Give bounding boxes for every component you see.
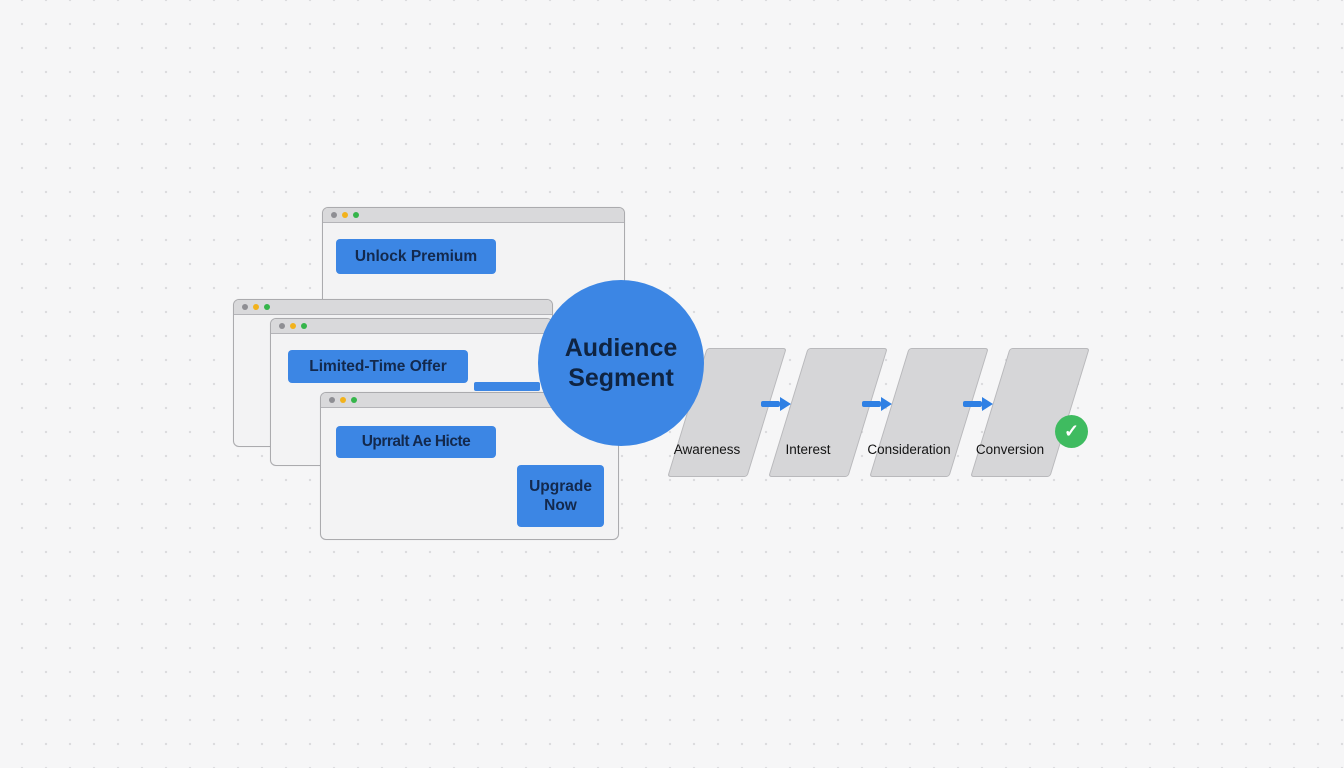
- unlock-premium-button[interactable]: Unlock Premium: [336, 239, 496, 274]
- window-control-icon: [253, 304, 259, 310]
- stage-label-consideration: Consideration: [867, 442, 951, 457]
- arrow-right-icon: [963, 397, 993, 411]
- audience-segment-circle: Audience Segment: [538, 280, 704, 446]
- funnel-stage-conversion: [970, 348, 1090, 477]
- audience-segment-label-line2: Segment: [568, 364, 674, 392]
- window-titlebar: [271, 319, 552, 334]
- ad-banner-button[interactable]: Uprralt Ae Hicte: [336, 426, 496, 458]
- window-control-icon: [351, 397, 357, 403]
- window-control-icon: [331, 212, 337, 218]
- window-titlebar: [234, 300, 552, 315]
- funnel-stage-interest: [768, 348, 888, 477]
- stage-label-awareness: Awareness: [673, 442, 741, 457]
- stage-label-conversion: Conversion: [975, 442, 1045, 457]
- audience-segment-label-line1: Audience: [564, 334, 678, 362]
- window-control-icon: [242, 304, 248, 310]
- window-control-icon: [329, 397, 335, 403]
- connector-arrow-icon: [474, 382, 540, 391]
- upgrade-now-button[interactable]: Upgrade Now: [517, 465, 604, 527]
- limited-time-offer-button[interactable]: Limited-Time Offer: [288, 350, 468, 383]
- window-titlebar: [321, 393, 618, 408]
- window-control-icon: [301, 323, 307, 329]
- window-control-icon: [279, 323, 285, 329]
- window-control-icon: [264, 304, 270, 310]
- funnel-stage-consideration: [869, 348, 989, 477]
- window-control-icon: [290, 323, 296, 329]
- stage-label-interest: Interest: [785, 442, 831, 457]
- success-check-icon: ✓: [1055, 415, 1088, 448]
- arrow-right-icon: [862, 397, 892, 411]
- window-titlebar: [323, 208, 624, 223]
- window-control-icon: [342, 212, 348, 218]
- arrow-right-icon: [761, 397, 791, 411]
- window-control-icon: [353, 212, 359, 218]
- window-control-icon: [340, 397, 346, 403]
